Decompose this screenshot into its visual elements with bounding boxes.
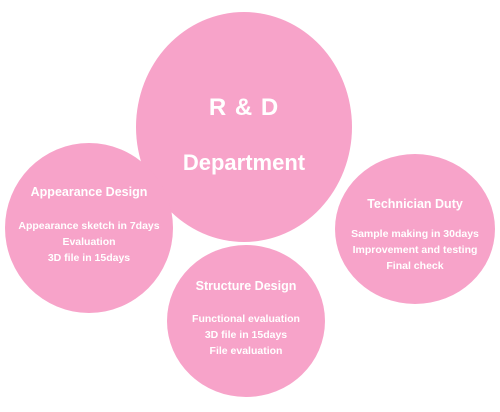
appearance-design-title: Appearance Design — [30, 185, 148, 199]
appearance-design-circle: Appearance Design Appearance sketch in 7… — [5, 143, 173, 313]
center-title-line2: Department — [182, 150, 306, 175]
list-item: 3D file in 15days — [204, 329, 288, 341]
center-title-line1: R & D — [208, 94, 280, 121]
list-item: Improvement and testing — [352, 244, 478, 256]
list-item: Sample making in 30days — [351, 228, 479, 240]
list-item: File evaluation — [209, 345, 283, 357]
appearance-design-list: Appearance sketch in 7days Evaluation 3D… — [5, 218, 173, 266]
list-item: Appearance sketch in 7days — [18, 220, 160, 232]
technician-duty-list: Sample making in 30days Improvement and … — [335, 226, 495, 274]
list-item: Functional evaluation — [192, 313, 300, 325]
structure-design-circle: Structure Design Functional evaluation 3… — [167, 245, 325, 397]
technician-duty-circle: Technician Duty Sample making in 30days … — [335, 154, 495, 304]
structure-design-title: Structure Design — [195, 279, 297, 293]
list-item: Final check — [386, 260, 444, 272]
list-item: 3D file in 15days — [47, 252, 131, 264]
list-item: Evaluation — [62, 236, 116, 248]
rd-department-circle: R & D Department — [136, 12, 352, 242]
structure-design-list: Functional evaluation 3D file in 15days … — [167, 311, 325, 359]
technician-duty-title: Technician Duty — [367, 197, 463, 211]
